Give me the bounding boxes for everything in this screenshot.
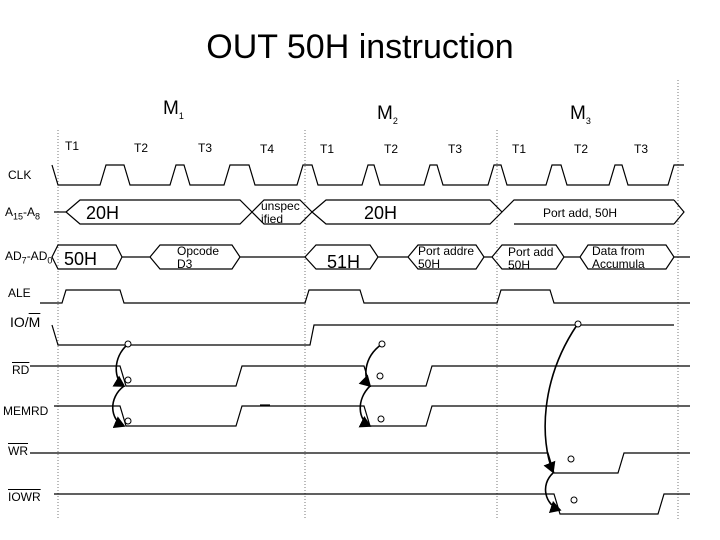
bus-value-ad-m1-opcode: Opcode D3 [177, 244, 220, 271]
t-state-label: T2 [134, 141, 149, 155]
machine-cycle-m2: M2 [377, 103, 398, 126]
signal-label-wr: WR [8, 444, 28, 458]
bus-value-ad-m2-port: Port addre 50H [418, 244, 475, 271]
bus-value-ad-m3-port: Port add 50H [508, 245, 554, 272]
bus-value-ad-m3-data: Data from Accumula [592, 244, 645, 271]
ale-waveform [40, 289, 690, 304]
signal-label-ad7-ad0: AD7-AD0 [5, 249, 53, 266]
bus-value-a-m2: 20H [364, 203, 398, 223]
signal-label-rd: RD [12, 363, 30, 377]
signal-label-clk: CLK [8, 168, 32, 182]
t-state-label: T2 [574, 142, 589, 156]
t-state-label: T3 [634, 142, 649, 156]
t-state-label: T2 [384, 142, 399, 156]
edge-markers [124, 320, 582, 504]
bus-value-a-m3: Port add, 50H [543, 206, 618, 220]
clk-waveform [51, 164, 684, 186]
memrd-waveform [54, 405, 690, 427]
wr-waveform [30, 452, 690, 474]
ad7-ad0-bus [51, 244, 690, 270]
bus-value-ad-m1-address: 50H [64, 249, 98, 269]
signal-label-io-m: IO/M [10, 314, 41, 330]
bus-value-a-m1: 20H [86, 203, 120, 223]
signal-label-memrd: MEMRD [3, 404, 49, 418]
io-m-waveform [51, 324, 674, 346]
diagram-title: OUT 50H instruction [206, 28, 514, 66]
t-state-label: T3 [448, 142, 463, 156]
bus-value-ad-m2-address: 51H [327, 252, 361, 272]
t-state-label: T1 [512, 142, 527, 156]
causality-arrows [111, 324, 578, 514]
signal-label-iowr: IOWR [8, 490, 41, 504]
machine-cycle-m3: M3 [570, 103, 591, 126]
t-state-label: T1 [320, 142, 335, 156]
a15-a8-bus [65, 199, 685, 225]
bus-value-a-unspecified: unspec ified [261, 199, 300, 226]
machine-cycle-m1: M1 [163, 98, 184, 121]
iowr-waveform [54, 493, 690, 515]
t-state-label: T4 [260, 142, 275, 156]
signal-label-ale: ALE [8, 286, 31, 300]
t-state-label: T3 [198, 141, 213, 155]
signal-label-a15-a8: A15-A8 [5, 205, 41, 222]
t-state-label: T1 [65, 139, 80, 153]
